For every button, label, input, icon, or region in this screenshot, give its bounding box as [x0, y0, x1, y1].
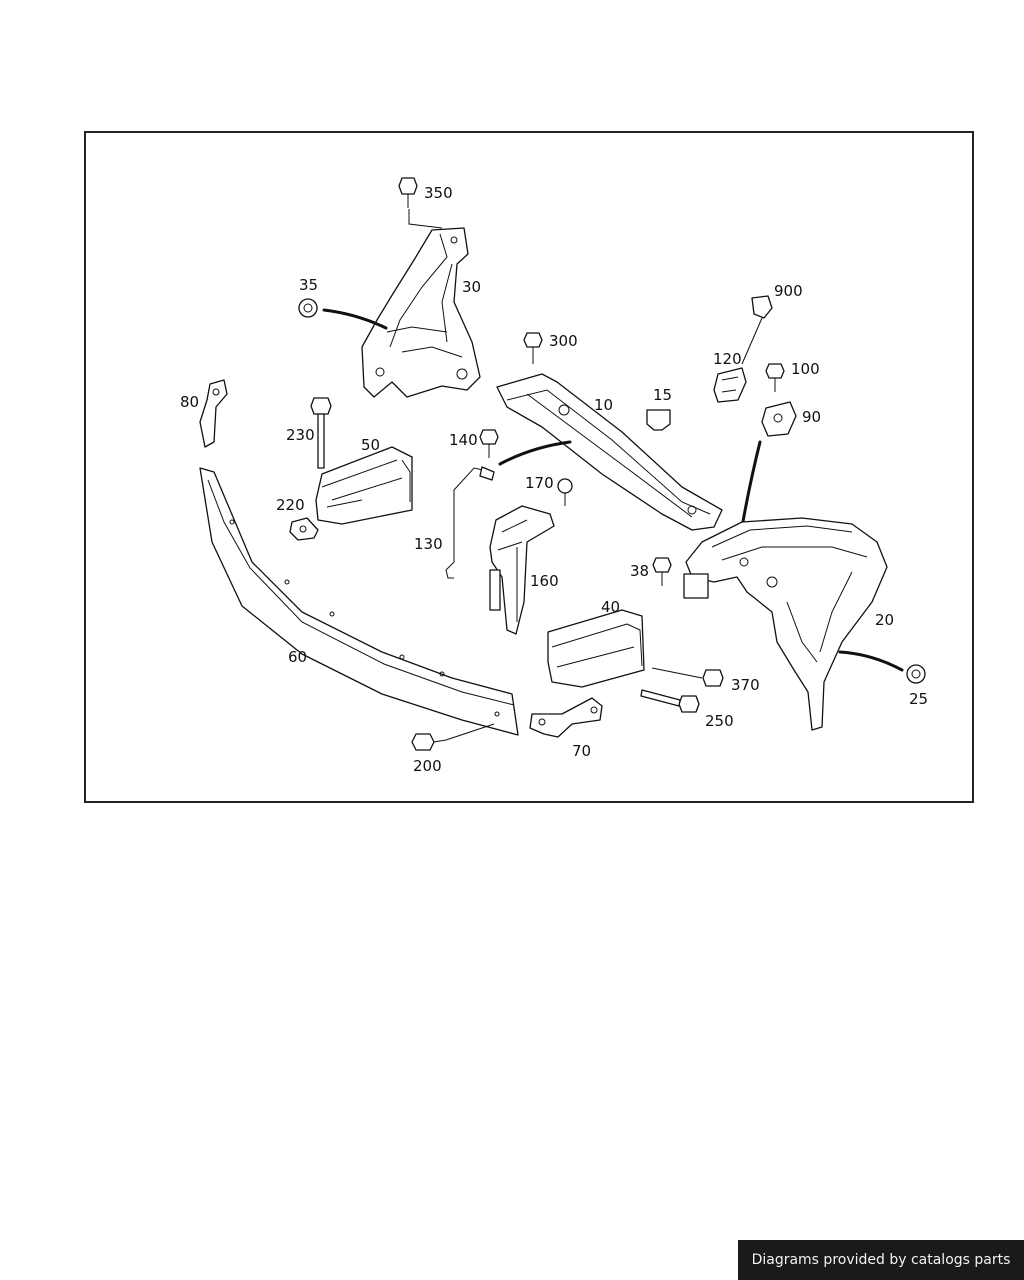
part-38-bolt: [652, 557, 672, 586]
callout-120: 120: [713, 350, 742, 368]
part-25-clip: [838, 650, 926, 684]
callout-130: 130: [414, 535, 443, 553]
callout-10: 10: [594, 396, 613, 414]
part-370-bolt: [651, 667, 724, 687]
callout-220: 220: [276, 496, 305, 514]
callout-38: 38: [630, 562, 649, 580]
callout-160: 160: [530, 572, 559, 590]
callout-15: 15: [653, 386, 672, 404]
callout-230: 230: [286, 426, 315, 444]
part-900-label: [741, 295, 773, 365]
part-140-bolt: [479, 429, 572, 466]
callout-30: 30: [462, 278, 481, 296]
callout-80: 80: [180, 393, 199, 411]
part-350-bolt: [398, 177, 443, 229]
part-250-bolt: [640, 689, 700, 713]
parts-diagram-frame: 350 30 35 900 300 120 100 15 10 90 80 23…: [84, 131, 974, 803]
part-100-bolt: [765, 363, 785, 392]
callout-60: 60: [288, 648, 307, 666]
part-30-left-bracket: [361, 227, 481, 398]
part-35-clip: [298, 298, 388, 330]
part-120-bracket: [713, 367, 747, 403]
part-90-latch: [740, 401, 797, 529]
callout-100: 100: [791, 360, 820, 378]
part-15-clip: [646, 409, 671, 431]
callout-250: 250: [705, 712, 734, 730]
part-200-screw: [411, 723, 495, 751]
callout-350: 350: [424, 184, 453, 202]
callout-70: 70: [572, 742, 591, 760]
callout-170: 170: [525, 474, 554, 492]
part-70-bracket: [529, 697, 603, 738]
callout-200: 200: [413, 757, 442, 775]
part-80-bracket: [199, 379, 228, 448]
part-20-side-member: [683, 517, 888, 731]
part-220-plate: [289, 517, 319, 541]
callout-35: 35: [299, 276, 318, 294]
callout-25: 25: [909, 690, 928, 708]
part-40-bracket: [547, 609, 645, 688]
part-230-bolt: [310, 397, 332, 469]
callout-40: 40: [601, 598, 620, 616]
diagram-credit-banner: Diagrams provided by catalogs parts: [738, 1240, 1024, 1280]
callout-300: 300: [549, 332, 578, 350]
callout-140: 140: [449, 431, 478, 449]
part-50-bracket: [315, 446, 413, 525]
part-130-rod: [445, 466, 495, 579]
part-10-cross-member: [496, 373, 723, 531]
callout-90: 90: [802, 408, 821, 426]
part-170-screw: [557, 478, 573, 506]
part-60-bumper-beam: [199, 467, 519, 736]
callout-370: 370: [731, 676, 760, 694]
part-160-bracket: [489, 505, 555, 635]
callout-labels: 350 30 35 900 300 120 100 15 10 90 80 23…: [180, 184, 928, 775]
callout-50: 50: [361, 436, 380, 454]
exploded-parts-diagram: 350 30 35 900 300 120 100 15 10 90 80 23…: [180, 177, 928, 775]
part-300-bolt: [523, 332, 543, 364]
callout-20: 20: [875, 611, 894, 629]
callout-900: 900: [774, 282, 803, 300]
